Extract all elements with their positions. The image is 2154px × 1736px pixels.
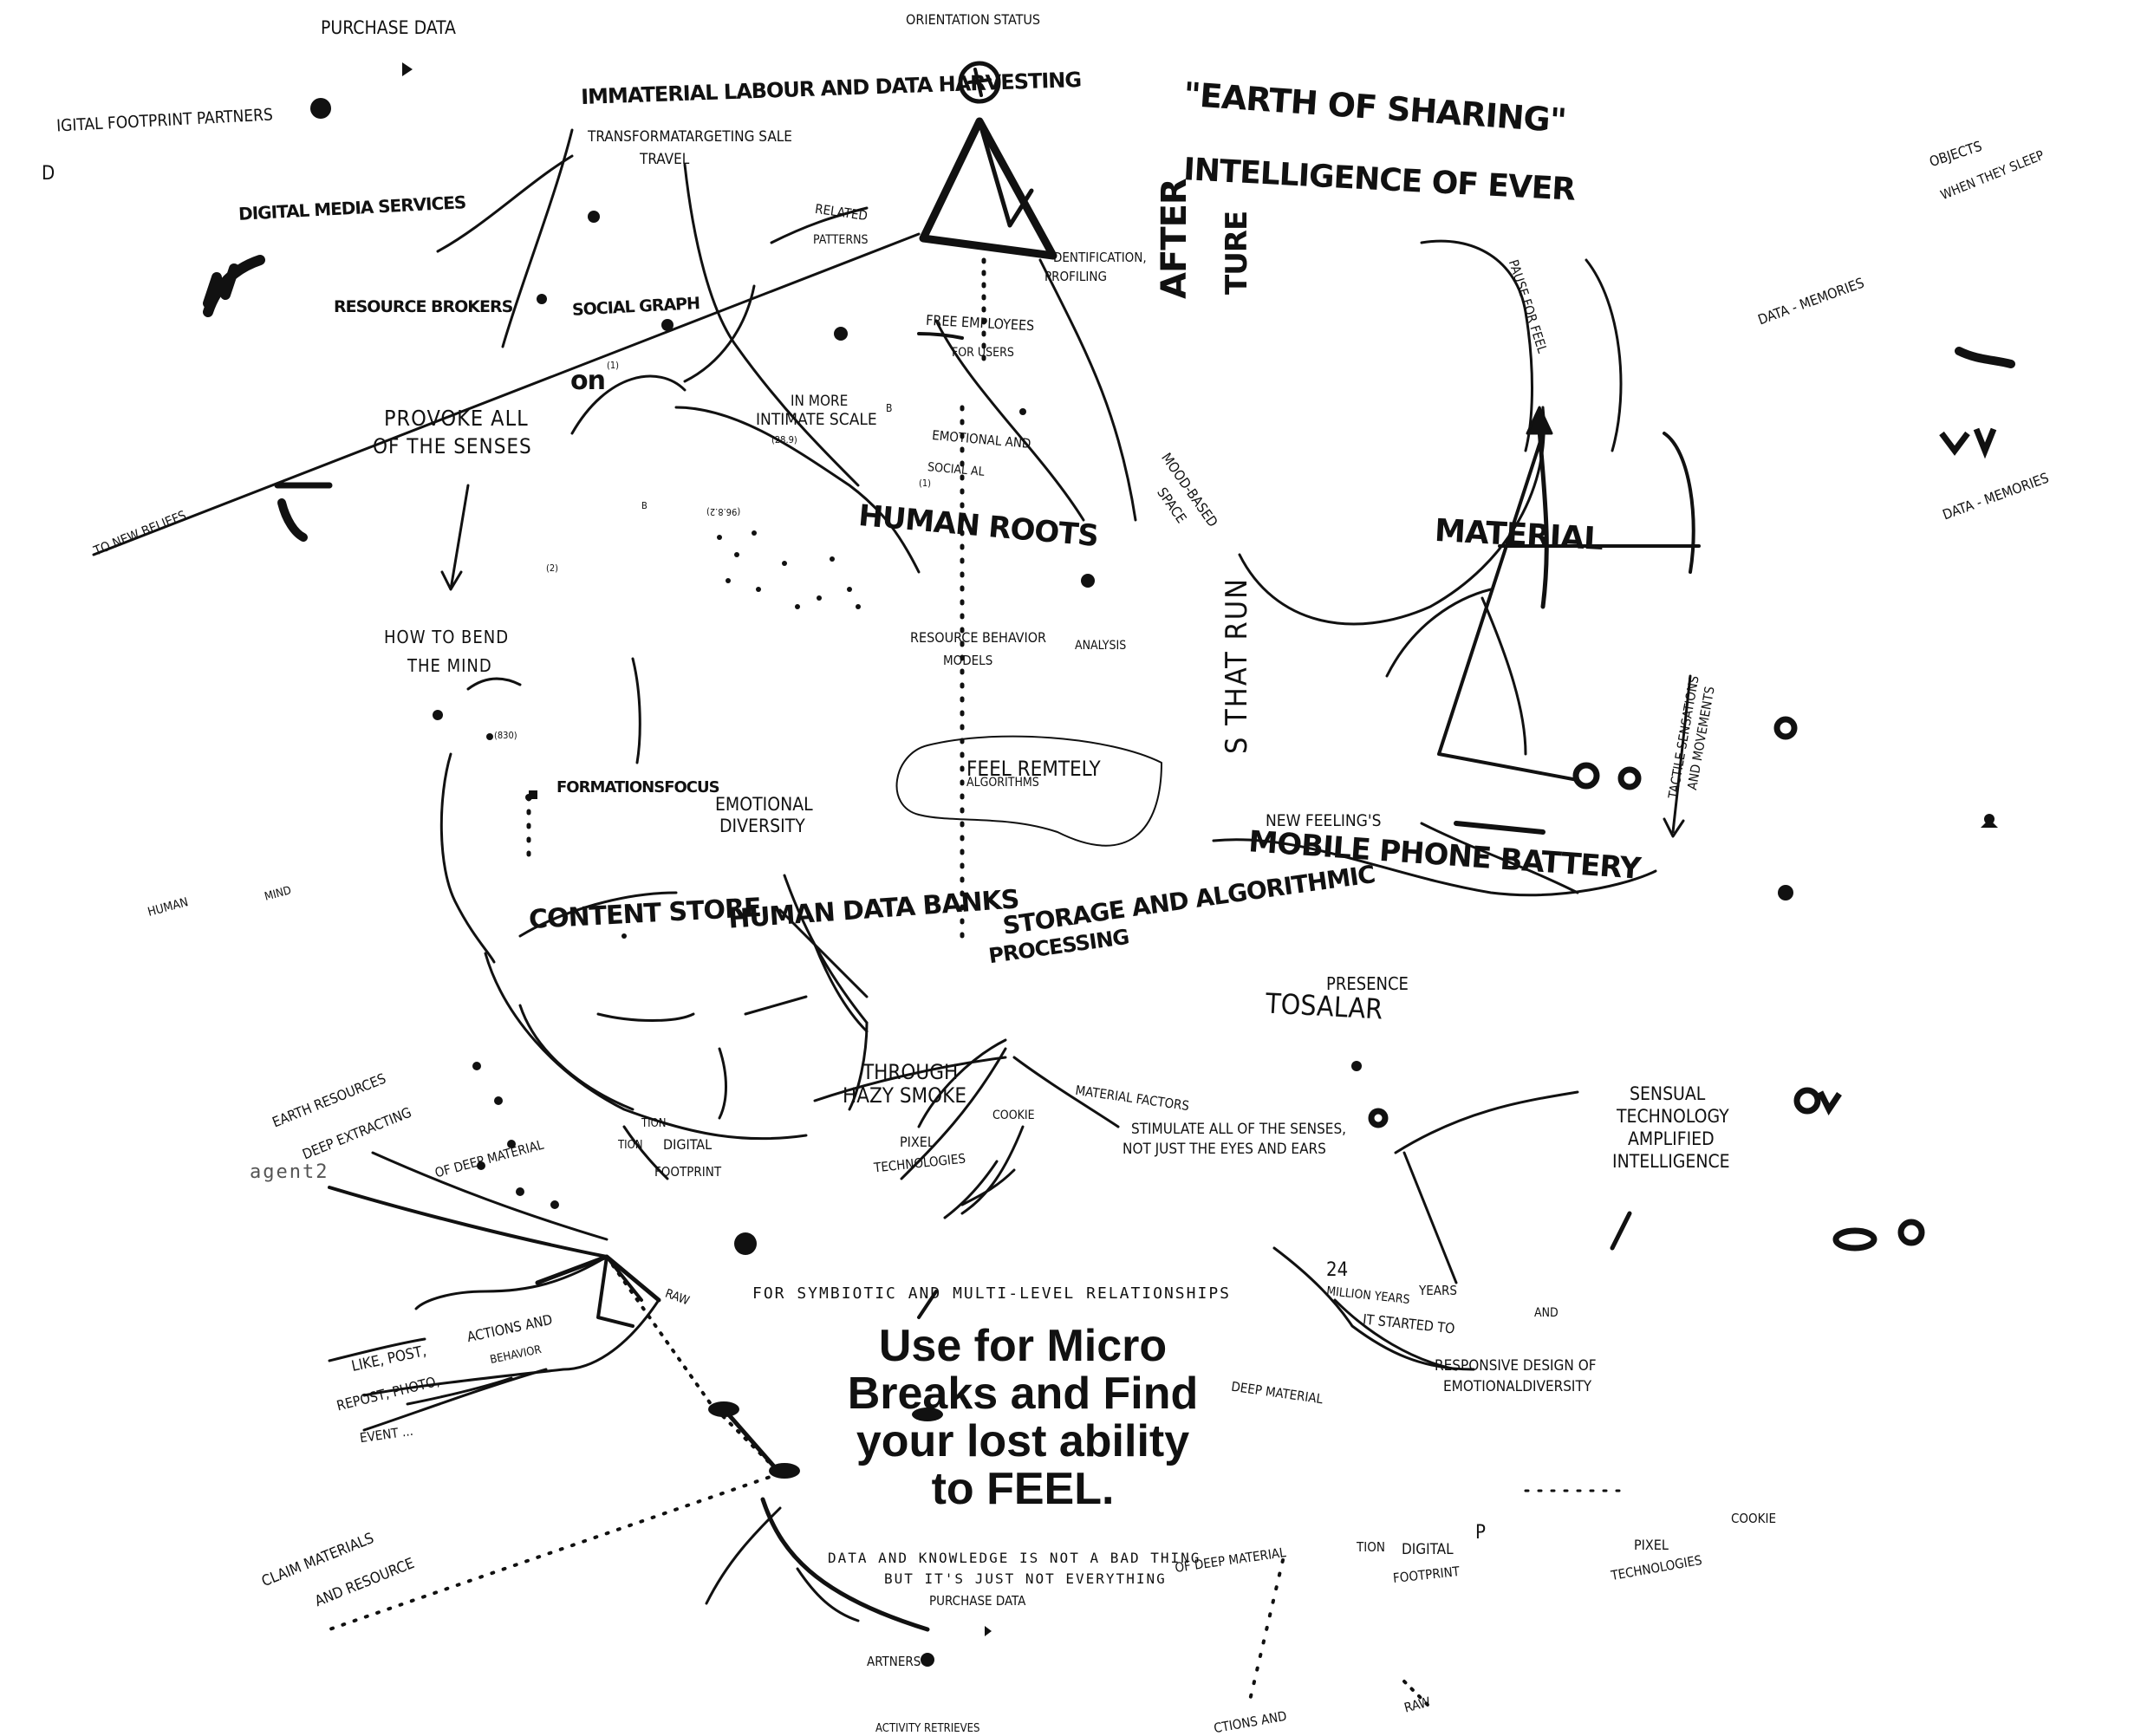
emotional-diversity-label-1: Emotional	[715, 794, 813, 815]
pixel-label: Pixel	[900, 1134, 934, 1150]
travel-label: travel	[640, 151, 690, 168]
feel-remotely-blob	[895, 735, 1162, 847]
belief-diagonal-line	[92, 232, 921, 556]
for-users-label: for users	[952, 346, 1014, 360]
profiling-label: profiling	[1044, 269, 1107, 284]
purchase-data-label: Purchase data	[321, 17, 456, 38]
responsive-design-label: Responsive design of	[1435, 1357, 1597, 1375]
note-coord2: (96.8.2)	[706, 506, 741, 517]
stimulate-all-label: stimulate all of the senses,	[1131, 1121, 1347, 1138]
years-label: years	[1419, 1283, 1457, 1298]
intimate-scale-label: intimate scale	[756, 410, 877, 429]
d-mark: D	[42, 163, 55, 185]
provoke-all-label: Provoke all	[384, 406, 529, 431]
activity-retrieves-label: activity retrieves	[875, 1722, 980, 1735]
pixel-label-b: Pixel	[1634, 1537, 1669, 1553]
after-label: After	[1155, 179, 1194, 299]
note-2: (2)	[546, 562, 559, 574]
formations-focus-label: FormationsFocus	[556, 778, 720, 796]
feel-remtely-label: Feel remtely	[966, 757, 1101, 781]
tactile-arrow	[1671, 674, 1692, 834]
sensual-label-4: Intelligence	[1612, 1151, 1730, 1172]
note-1b: (1)	[919, 478, 932, 489]
years-24-label: 24	[1326, 1259, 1349, 1281]
emotional-diversity-label-2: Diversity	[719, 816, 805, 836]
through-label: Through	[862, 1060, 959, 1084]
identification-label: dentification,	[1053, 250, 1147, 265]
emotionaldiversity-label: emotionaldiversity	[1443, 1378, 1592, 1395]
just-not-everything-label: but it's just not everything	[884, 1570, 1167, 1587]
note-b: B	[886, 402, 893, 414]
tion-label: tion	[641, 1117, 667, 1130]
and-label: and	[1534, 1306, 1559, 1320]
main-message-line1: Use for Micro	[878, 1321, 1168, 1371]
triangle-shape	[919, 117, 1057, 260]
the-mind-label: the mind	[407, 655, 492, 676]
right-glyphs	[1368, 427, 1997, 1252]
resource-brokers-label: Resource brokers	[334, 297, 513, 316]
ture-label: ture	[1220, 211, 1254, 295]
material-arc	[1238, 406, 1546, 626]
tion-label-2: tion	[618, 1139, 643, 1152]
sensual-label-1: Sensual	[1630, 1083, 1706, 1104]
digital-label: Digital	[663, 1136, 713, 1153]
sensual-label-3: Amplified	[1628, 1128, 1715, 1149]
transforma-targeting-label: transformaTargeting Sale	[588, 128, 792, 146]
analysis-label: analysis	[1075, 639, 1127, 653]
algorithms-label: Algorithms	[966, 776, 1039, 790]
symbiotic-label: For symbiotic and multi-level relationsh…	[752, 1284, 1231, 1303]
not-just-eyes-label: not just the eyes and ears	[1123, 1141, 1326, 1158]
orientation-status-label: Orientation status	[906, 11, 1041, 28]
footprint-label: footprint	[654, 1164, 722, 1180]
cookie-label: Cookie	[992, 1109, 1035, 1122]
note-b2: B	[641, 500, 648, 511]
sensual-label-2: Technology	[1617, 1106, 1729, 1127]
how-to-bend-label: How to bend	[384, 627, 510, 647]
partners-label: artners	[867, 1654, 921, 1669]
digital-label-b: Digital	[1402, 1541, 1454, 1558]
material-label: Material	[1434, 512, 1604, 558]
note-coord1: (28.9)	[771, 434, 797, 445]
orientation-circle	[958, 61, 1001, 104]
main-message-line4: to FEEL.	[931, 1464, 1115, 1514]
purchase-data-bottom-label: Purchase data	[929, 1593, 1026, 1609]
data-knowledge-label: Data and knowledge is not a bad thing	[828, 1550, 1201, 1566]
s-that-run-label: s that run	[1220, 576, 1254, 754]
on-label: on	[570, 366, 606, 396]
note-1: (1)	[607, 360, 620, 371]
dot-markers	[310, 98, 1995, 1667]
p-label-b: P	[1475, 1522, 1486, 1544]
of-the-senses-label: of the senses	[373, 434, 532, 458]
resource-behavior-label: Resource behavior	[910, 629, 1047, 646]
cookie-label-b: Cookie	[1731, 1511, 1777, 1526]
note-830: (830)	[494, 730, 517, 741]
new-feelings-label: New feeling's	[1266, 811, 1382, 830]
main-message-line3: your lost ability	[856, 1416, 1190, 1466]
main-message-line2: Breaks and Find	[847, 1369, 1199, 1419]
in-more-label: in more	[791, 393, 849, 410]
models-label: models	[943, 653, 993, 668]
to-salar-label: ToSalar	[1265, 986, 1384, 1026]
patterns-label: patterns	[813, 233, 869, 247]
tion-label-b: tion	[1357, 1539, 1385, 1555]
hazy-smoke-label: hazy smoke	[843, 1083, 966, 1108]
arrow-up-material	[1536, 413, 1549, 609]
agent2-label: agent2	[250, 1161, 329, 1183]
presence-label: Presence	[1326, 973, 1409, 994]
